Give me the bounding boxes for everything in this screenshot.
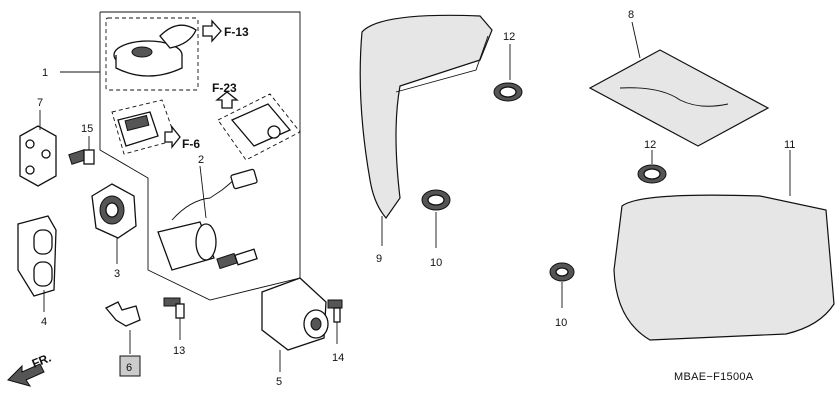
callout-10a: 10 xyxy=(430,257,442,269)
callout-9: 9 xyxy=(376,253,382,265)
callout-8: 8 xyxy=(628,9,634,21)
callout-13: 13 xyxy=(173,345,185,357)
part-side-cover-11 xyxy=(613,150,835,341)
ref-arrow-f6: F-6 xyxy=(164,125,200,151)
callout-14: 14 xyxy=(332,352,344,364)
ref-arrow-f23: F-23 xyxy=(212,81,239,109)
callout-3: 3 xyxy=(114,268,120,280)
ref-f13-label: F-13 xyxy=(224,25,249,39)
callout-4: 4 xyxy=(41,316,47,328)
helmet-holder-detail xyxy=(217,93,301,161)
callout-11: 11 xyxy=(784,139,795,151)
callout-10b: 10 xyxy=(555,317,567,329)
ref-f6-label: F-6 xyxy=(182,137,200,151)
part-key-6 xyxy=(104,301,141,377)
callout-7: 7 xyxy=(37,97,43,109)
part-plate-7 xyxy=(19,110,57,187)
callout-12b: 12 xyxy=(644,139,656,151)
part-hinge-bracket-4 xyxy=(17,215,57,312)
callout-12a: 12 xyxy=(503,31,515,43)
part-screw-13 xyxy=(163,297,185,340)
ref-f23-label: F-23 xyxy=(212,81,237,95)
diagram-code: MBAE−F1500A xyxy=(674,371,754,383)
callout-6: 6 xyxy=(126,362,132,374)
part-ignition-switch xyxy=(157,168,258,271)
callout-5: 5 xyxy=(276,376,282,388)
seat-lock-detail xyxy=(111,99,177,155)
direction-label: FR. xyxy=(30,351,53,371)
callout-2: 2 xyxy=(198,154,204,166)
assembly-bracket-1 xyxy=(60,11,301,301)
callout-labels: 1 2 3 4 5 6 7 8 9 10 10 11 12 12 13 14 1… xyxy=(37,9,795,388)
front-direction-arrow: FR. xyxy=(7,351,53,387)
part-grommet-12b xyxy=(637,150,667,184)
callout-1: 1 xyxy=(42,67,48,79)
part-sheet-8 xyxy=(588,21,770,147)
ref-arrow-f13: F-13 xyxy=(202,19,249,43)
part-grommet-10b xyxy=(549,262,575,308)
callout-15: 15 xyxy=(81,123,93,135)
part-screw-14 xyxy=(327,299,343,344)
part-6-highlight-box xyxy=(119,355,141,377)
part-side-cover-9 xyxy=(359,14,493,246)
part-bolt-15 xyxy=(68,136,95,165)
part-grommet-10a xyxy=(421,189,451,248)
part-grommet-12a xyxy=(493,44,523,102)
ignition-cover-detail xyxy=(105,17,199,91)
part-lock-cylinder-3 xyxy=(91,183,137,264)
part-cylinder-body-5 xyxy=(261,277,329,372)
